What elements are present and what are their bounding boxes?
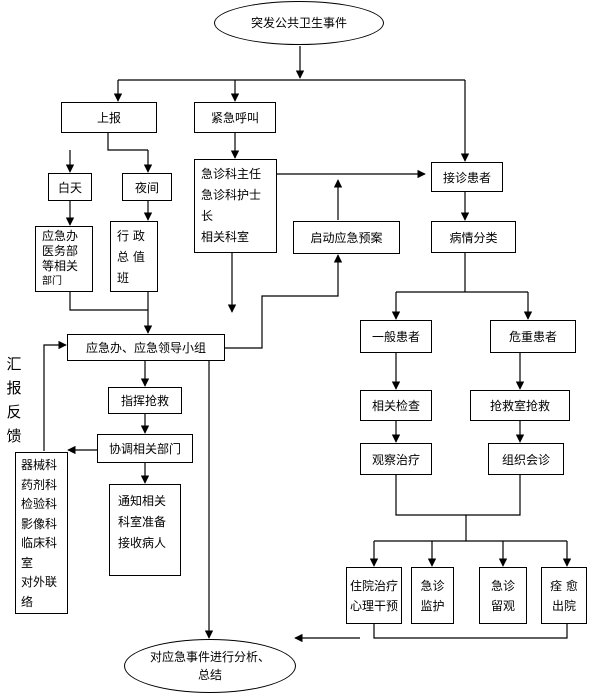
feedback-char: 反 bbox=[6, 403, 22, 421]
start-node-label: 突发公共卫生事件 bbox=[250, 16, 347, 30]
er-staff-node: 急诊科主任 急诊科护士 长 相关科室 bbox=[194, 159, 277, 253]
feedback-char: 报 bbox=[6, 379, 22, 397]
edge-report-bar bbox=[107, 133, 148, 151]
discharge-line: 痊 愈 bbox=[550, 578, 578, 593]
night-node: 夜间 bbox=[122, 173, 172, 201]
notify-line: 接收病人 bbox=[118, 536, 167, 550]
end-node-line: 总结 bbox=[197, 668, 222, 682]
edge-depts-bar bbox=[69, 292, 148, 311]
feedback-char: 汇 bbox=[6, 355, 22, 373]
leader-group-node-label: 应急办、应急领导小组 bbox=[85, 341, 206, 355]
depts-list-line: 器械科 bbox=[21, 458, 58, 472]
edge-feedback bbox=[43, 340, 67, 451]
critical-node: 危重患者 bbox=[490, 320, 576, 353]
depts-list-line: 对外联 bbox=[21, 575, 58, 589]
command-node: 指挥抢救 bbox=[108, 387, 182, 414]
consult-node-label: 组织会诊 bbox=[501, 452, 550, 467]
er-obs-node: 急诊 留观 bbox=[479, 567, 527, 624]
receive-node-label: 接诊患者 bbox=[442, 170, 491, 185]
emergency-call-node-label: 紧急呼叫 bbox=[210, 111, 259, 125]
check-node-label: 相关检查 bbox=[371, 399, 420, 413]
duty-line: 总 值 bbox=[117, 250, 145, 264]
discharge-node: 痊 愈 出院 bbox=[541, 567, 587, 624]
triage-node: 病情分类 bbox=[431, 221, 516, 253]
edge-observe-merge bbox=[395, 475, 521, 516]
start-plan-node: 启动应急预案 bbox=[293, 221, 400, 254]
observe-node: 观察治疗 bbox=[360, 443, 432, 475]
leader-group-node: 应急办、应急领导小组 bbox=[67, 334, 225, 361]
coordinate-node: 协调相关部门 bbox=[97, 434, 193, 463]
depts-list-line: 检验科 bbox=[21, 497, 58, 511]
end-node: 对应急事件进行分析、 总结 bbox=[124, 639, 296, 693]
day-depts-line: 等相关 bbox=[42, 259, 79, 273]
triage-node-label: 病情分类 bbox=[449, 230, 498, 245]
general-node: 一般患者 bbox=[360, 320, 432, 353]
critical-node-label: 危重患者 bbox=[508, 330, 557, 344]
emergency-call-node: 紧急呼叫 bbox=[194, 102, 276, 133]
report-node-label: 上报 bbox=[96, 111, 121, 125]
er-obs-line: 留观 bbox=[490, 598, 515, 613]
receive-node: 接诊患者 bbox=[431, 162, 503, 192]
er-care-line: 急诊 bbox=[420, 578, 445, 593]
general-node-label: 一般患者 bbox=[371, 330, 420, 344]
start-node: 突发公共卫生事件 bbox=[214, 1, 384, 45]
depts-list-line: 络 bbox=[21, 594, 34, 609]
day-depts-line: 医务部 bbox=[42, 244, 79, 258]
day-depts-line: 部门 bbox=[42, 276, 62, 287]
check-node: 相关检查 bbox=[360, 390, 432, 421]
edge-outcomes-bar bbox=[373, 624, 568, 639]
feedback-char: 馈 bbox=[6, 427, 22, 445]
inpatient-node: 住院治疗 心理干预 bbox=[346, 567, 402, 624]
day-depts-node: 应急办 医务部 等相关 部门 bbox=[35, 226, 93, 292]
rescue-room-node-label: 抢救室抢救 bbox=[489, 399, 550, 413]
depts-list-line: 药剂科 bbox=[21, 477, 58, 492]
discharge-line: 出院 bbox=[551, 598, 576, 613]
start-plan-node-label: 启动应急预案 bbox=[310, 231, 383, 245]
er-care-line: 监护 bbox=[420, 598, 445, 613]
inpatient-line: 心理干预 bbox=[349, 598, 398, 613]
end-node-line: 对应急事件进行分析、 bbox=[149, 650, 270, 664]
observe-node-label: 观察治疗 bbox=[371, 452, 420, 467]
notify-line: 科室准备 bbox=[118, 515, 167, 529]
rescue-room-node: 抢救室抢救 bbox=[470, 390, 570, 421]
er-care-node: 急诊 监护 bbox=[411, 567, 454, 624]
report-node: 上报 bbox=[61, 102, 157, 133]
notify-line: 通知相关 bbox=[118, 494, 167, 508]
day-node-label: 白天 bbox=[57, 180, 82, 195]
er-staff-line: 急诊科主任 bbox=[201, 167, 262, 181]
depts-list-line: 临床科 bbox=[21, 536, 58, 550]
er-staff-line: 长 bbox=[201, 209, 214, 223]
duty-line: 行 政 bbox=[117, 229, 145, 243]
depts-list-node: 器械科 药剂科 检验科 影像科 临床科 室 对外联 络 bbox=[15, 452, 68, 614]
night-node-label: 夜间 bbox=[134, 180, 159, 195]
coordinate-node-label: 协调相关部门 bbox=[108, 442, 181, 456]
day-depts-line: 应急办 bbox=[42, 229, 79, 243]
depts-list-line: 室 bbox=[21, 555, 34, 570]
notify-node: 通知相关 科室准备 接收病人 bbox=[109, 484, 181, 576]
er-staff-line: 相关科室 bbox=[201, 230, 250, 244]
edge-leader-plan bbox=[225, 254, 343, 349]
feedback-label: 汇 报 反 馈 bbox=[4, 352, 24, 448]
duty-line: 班 bbox=[117, 271, 130, 285]
inpatient-line: 住院治疗 bbox=[349, 578, 398, 593]
duty-node: 行 政 总 值 班 bbox=[110, 221, 158, 292]
er-obs-line: 急诊 bbox=[490, 578, 515, 593]
command-node-label: 指挥抢救 bbox=[120, 394, 169, 408]
depts-list-line: 影像科 bbox=[21, 516, 58, 531]
day-node: 白天 bbox=[48, 173, 92, 201]
er-staff-line: 急诊科护士 bbox=[201, 188, 262, 202]
consult-node: 组织会诊 bbox=[488, 443, 564, 475]
